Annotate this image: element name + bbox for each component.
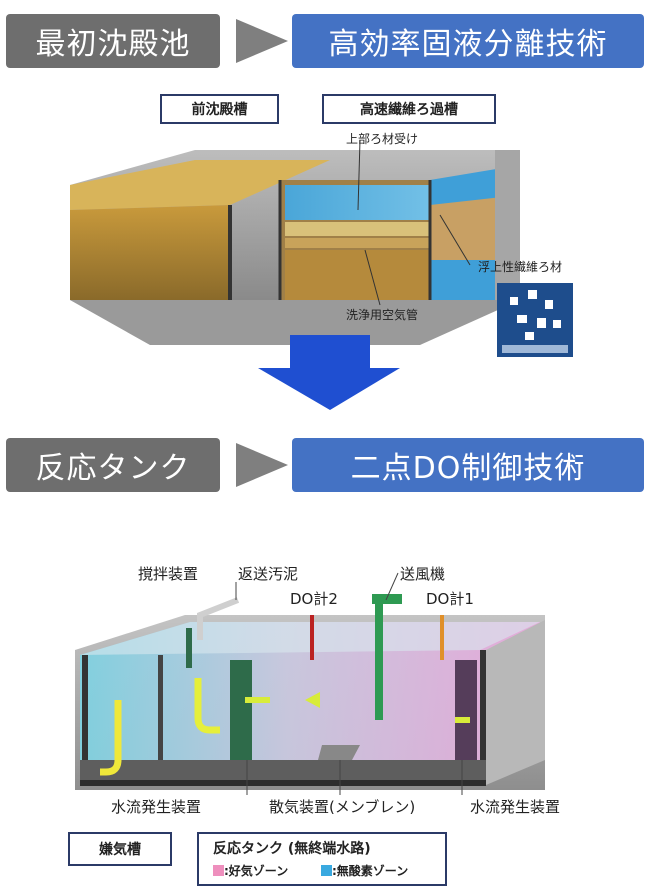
aerobic-zone-swatch xyxy=(213,865,224,876)
annotation-cleaning-air-pipe: 洗浄用空気管 xyxy=(346,308,419,322)
do-control-technology-label: 二点DO制御技術 xyxy=(292,438,644,492)
anoxic-zone-label: :無酸素ゾーン xyxy=(332,864,409,878)
label-high-speed-fiber-filter-tank: 高速繊維ろ過槽 xyxy=(322,94,496,124)
annotation-upper-media-holder: 上部ろ材受け xyxy=(346,132,419,146)
label-diffuser-membrane: 散気装置(メンブレン) xyxy=(269,798,416,816)
label-pre-sedimentation-tank: 前沈殿槽 xyxy=(160,94,279,124)
solid-liquid-separation-label: 高効率固液分離技術 xyxy=(292,14,644,68)
legend-reaction-tank: 反応タンク (無終端水路) :好気ゾーン :無酸素ゾーン xyxy=(197,832,447,886)
primary-sedimentation-label: 最初沈殿池 xyxy=(6,14,220,68)
label-stirrer: 撹拌装置 xyxy=(138,565,199,583)
label-do-meter-1: DO計1 xyxy=(426,590,474,608)
legend-item-aerobic: :好気ゾーン xyxy=(213,862,288,879)
label-do-meter-2: DO計2 xyxy=(290,590,338,608)
label-return-sludge: 返送汚泥 xyxy=(238,565,299,583)
reaction-tank-label: 反応タンク xyxy=(6,438,220,492)
label-flow-generator-left: 水流発生装置 xyxy=(111,798,202,816)
arrow-right-icon xyxy=(236,19,288,63)
legend-item-anoxic: :無酸素ゾーン xyxy=(321,862,408,879)
arrow-right-icon xyxy=(236,443,288,487)
anoxic-zone-swatch xyxy=(321,865,332,876)
legend-title: 反応タンク (無終端水路) xyxy=(213,841,371,857)
label-blower: 送風機 xyxy=(400,565,446,583)
label-flow-generator-right: 水流発生装置 xyxy=(470,798,561,816)
aerobic-zone-label: :好気ゾーン xyxy=(224,864,289,878)
annotation-floating-fiber-media: 浮上性繊維ろ材 xyxy=(478,260,563,274)
legend-anaerobic-tank: 嫌気槽 xyxy=(68,832,172,866)
